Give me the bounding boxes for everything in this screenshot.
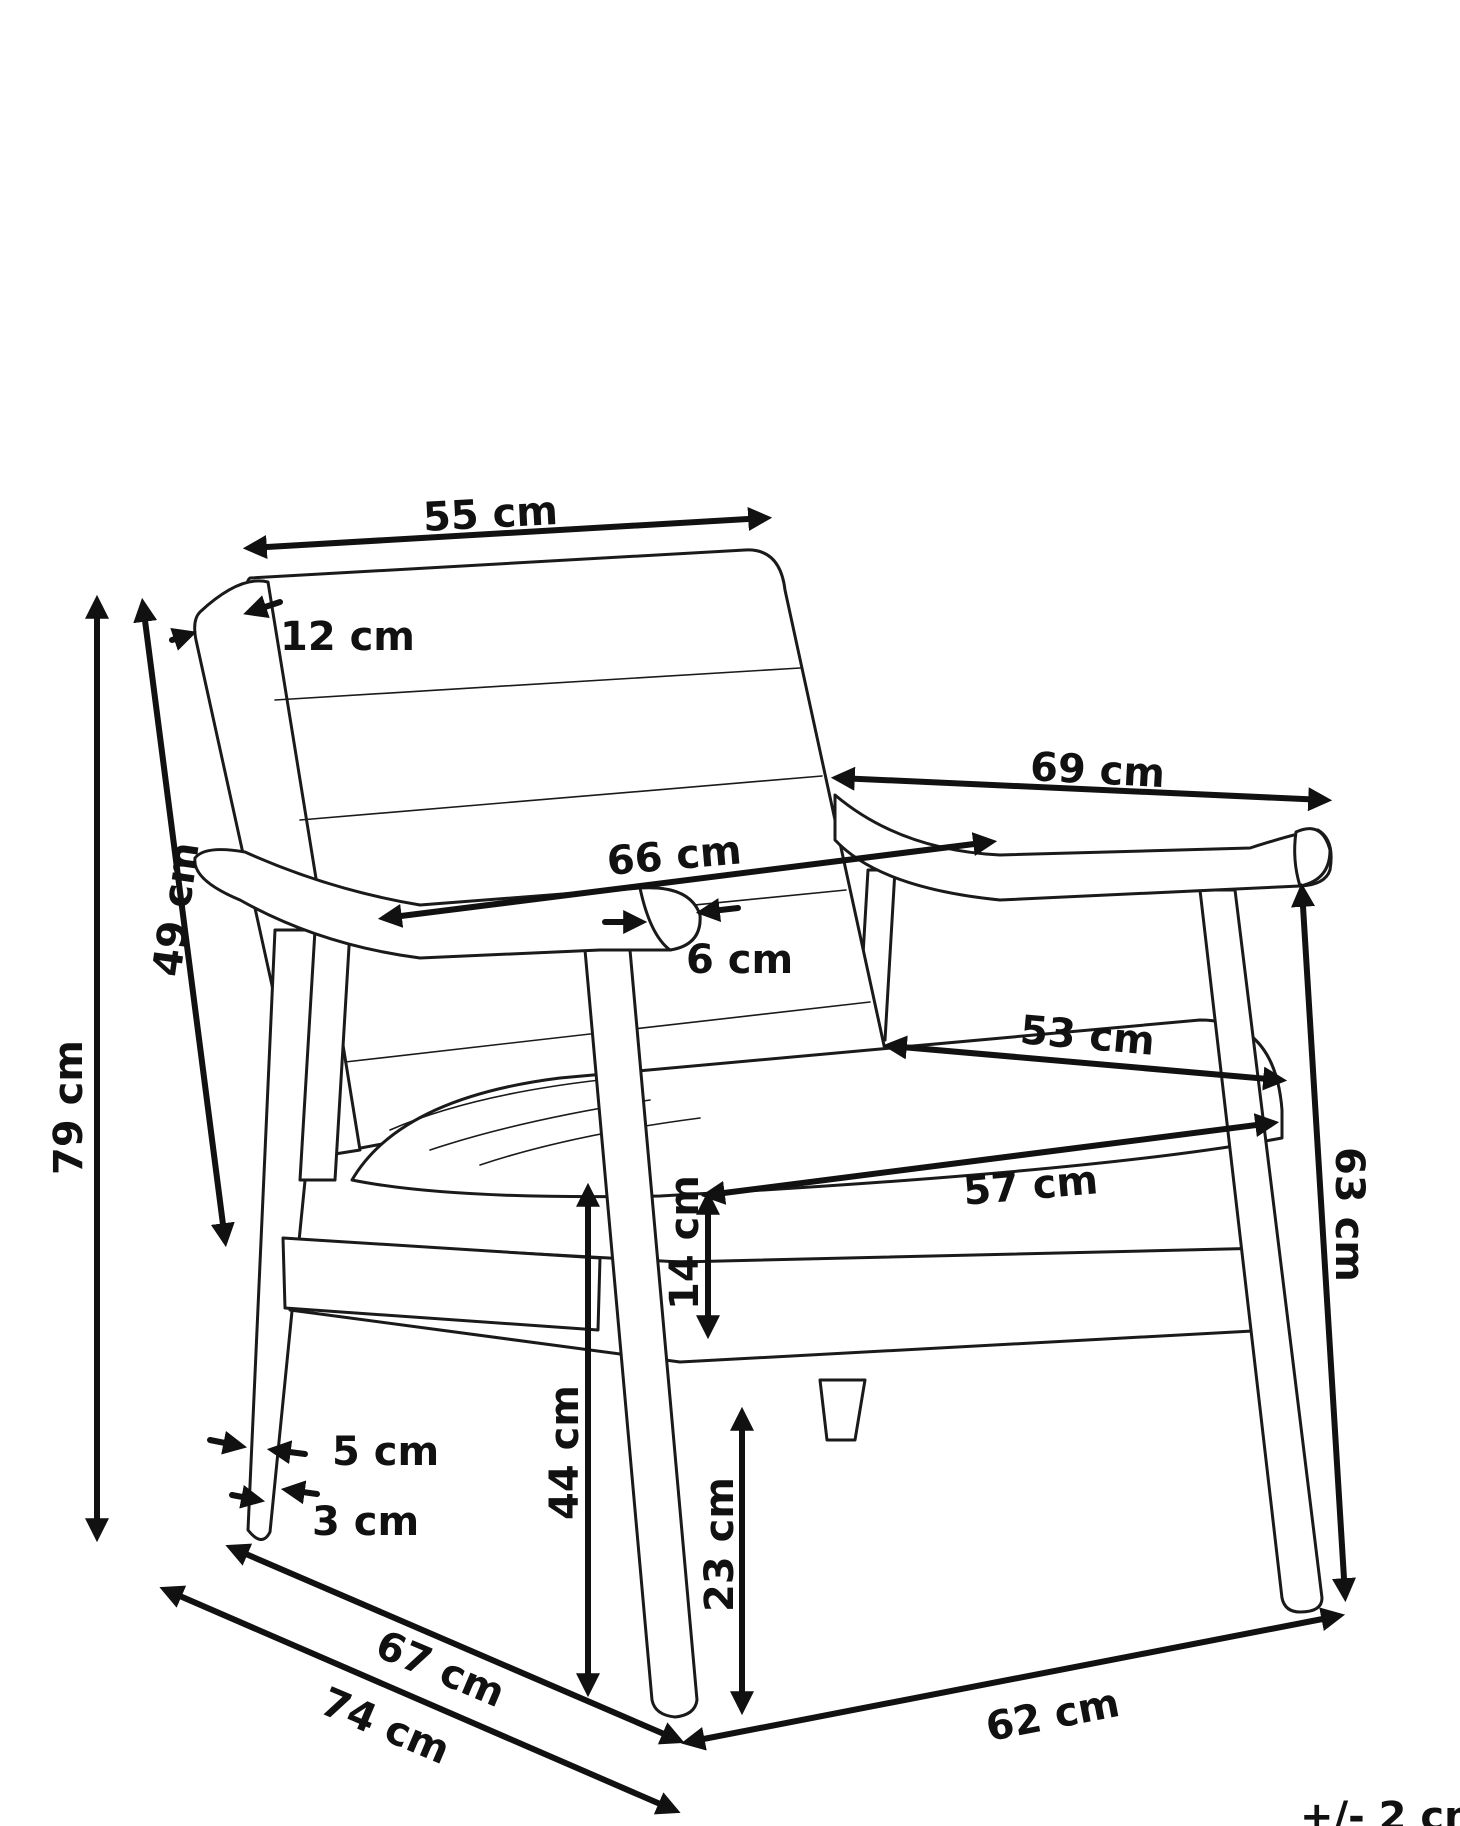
dim-line-armrest-width-right xyxy=(695,898,741,923)
label-armrest-width: 6 cm xyxy=(686,937,793,983)
dim-line-backrest-thickness-right xyxy=(243,595,283,619)
dim-line-backrest-height xyxy=(133,597,235,1248)
label-seat-height: 44 cm xyxy=(542,1385,588,1520)
dim-line-inner-width xyxy=(377,832,998,928)
dimension-labels: 55 cm 12 cm 79 cm 49 cm 66 cm 6 cm 69 cm… xyxy=(46,488,1460,1826)
dim-line-depth-inner xyxy=(225,1543,685,1745)
dim-line-backrest-thickness-left xyxy=(169,627,197,651)
label-overall-width: 69 cm xyxy=(1029,744,1166,797)
dim-line-base-width xyxy=(680,1607,1346,1751)
dim-line-seat-width xyxy=(700,1113,1280,1205)
label-depth-overall: 74 cm xyxy=(314,1679,456,1774)
label-armrest-height: 63 cm xyxy=(1326,1147,1372,1282)
label-tolerance: +/- 2 cm xyxy=(1300,1794,1460,1826)
label-top-width: 55 cm xyxy=(422,488,559,541)
label-leg-height: 23 cm xyxy=(697,1477,743,1612)
label-backrest-thickness: 12 cm xyxy=(280,614,415,660)
label-cushion-height: 14 cm xyxy=(662,1175,708,1310)
dim-line-leg-bottom-left xyxy=(229,1485,266,1509)
label-overall-height: 79 cm xyxy=(46,1040,92,1175)
dim-line-overall-width xyxy=(830,766,1333,812)
label-leg-top: 5 cm xyxy=(332,1429,439,1475)
label-leg-bottom: 3 cm xyxy=(312,1499,419,1545)
label-base-width: 62 cm xyxy=(982,1680,1123,1751)
dim-line-leg-bottom-right xyxy=(280,1480,320,1505)
dim-line-armrest-height xyxy=(1291,882,1356,1603)
dim-line-leg-top-left xyxy=(207,1430,248,1455)
dim-line-depth-overall xyxy=(159,1585,681,1815)
label-backrest-height: 49 cm xyxy=(144,839,208,979)
dim-line-top-width xyxy=(242,506,773,560)
dim-line-leg-top-right xyxy=(266,1440,308,1465)
dimension-lines xyxy=(85,506,1356,1815)
dim-line-seat-depth xyxy=(882,1035,1288,1091)
